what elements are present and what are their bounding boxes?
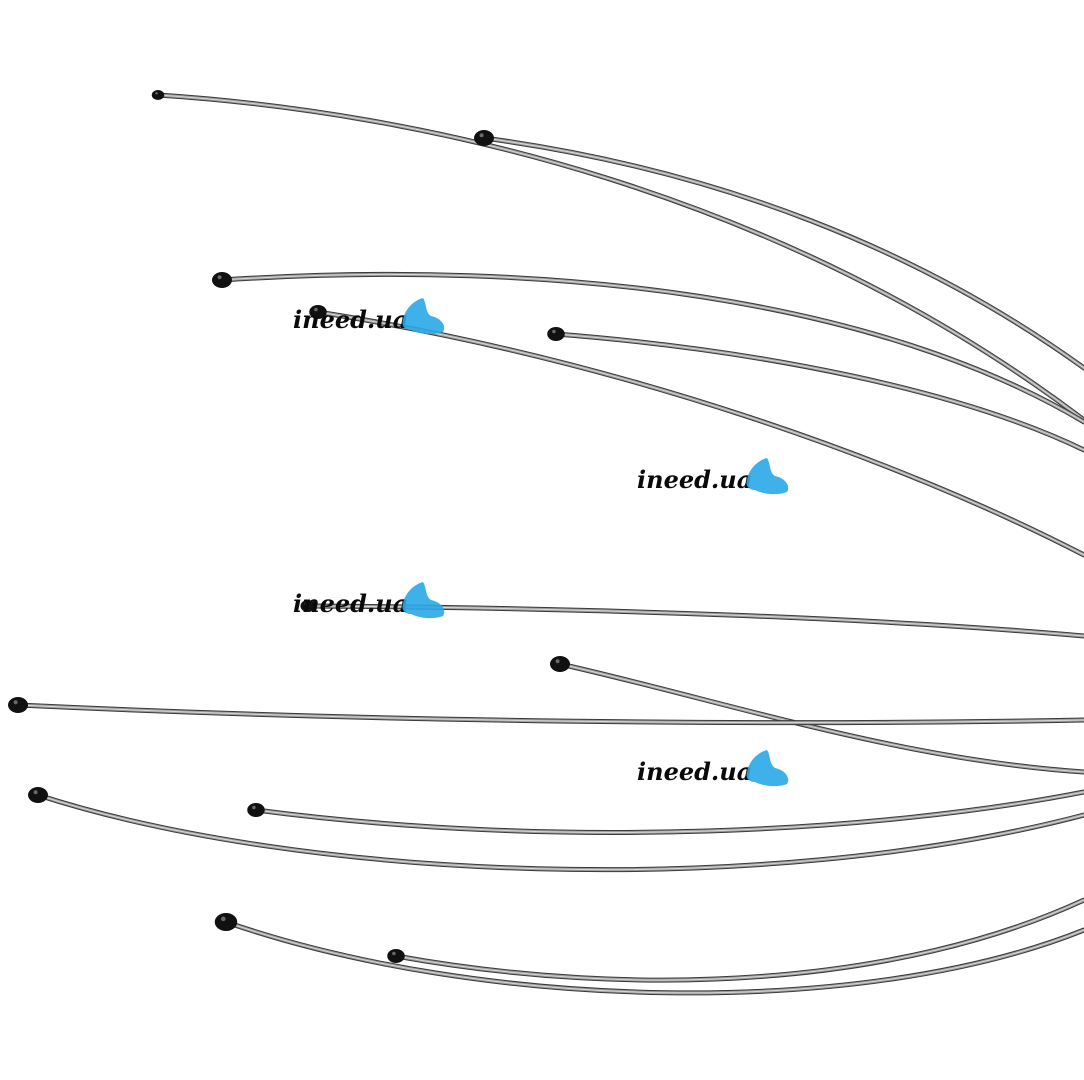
wire-12 xyxy=(395,899,1084,981)
bead-highlight-2 xyxy=(479,133,484,138)
bead-highlight-11 xyxy=(221,916,226,922)
bead-highlight-6 xyxy=(304,602,308,606)
watermark-logo-icon xyxy=(746,458,789,495)
watermark-text: ineed.ua xyxy=(293,589,408,618)
bead-tip-5 xyxy=(547,327,565,341)
watermark-logo-icon xyxy=(402,298,445,335)
bead-tip-10 xyxy=(247,803,265,817)
wire-2 xyxy=(483,137,1084,369)
massager-bead-tips xyxy=(8,90,570,963)
wire-7 xyxy=(559,663,1084,773)
wire-11 xyxy=(225,921,1084,994)
bead-tip-9 xyxy=(28,787,48,803)
bead-tip-8 xyxy=(8,697,28,713)
bead-tip-6 xyxy=(300,600,316,612)
watermark-3: ineed.ua xyxy=(293,582,445,619)
wire-9 xyxy=(37,794,1084,871)
bead-tip-12 xyxy=(387,949,405,963)
bead-tip-2 xyxy=(474,130,494,146)
watermark-logo-icon xyxy=(402,582,445,619)
watermark-2: ineed.ua xyxy=(637,458,789,495)
bead-highlight-9 xyxy=(33,790,38,795)
watermark-text: ineed.ua xyxy=(293,305,408,334)
bead-highlight-4 xyxy=(314,307,318,312)
wire-8 xyxy=(17,704,1084,724)
bead-tip-4 xyxy=(309,305,327,319)
watermark-logo-icon xyxy=(746,750,789,787)
watermark-text: ineed.ua xyxy=(637,757,752,786)
bead-tip-3 xyxy=(212,272,232,288)
bead-highlight-1 xyxy=(155,92,158,95)
wire-3 xyxy=(221,273,1084,423)
wire-5 xyxy=(555,333,1084,451)
wire-1 xyxy=(157,94,1084,421)
bead-tip-11 xyxy=(214,913,238,931)
wire-4 xyxy=(317,311,1084,556)
bead-highlight-7 xyxy=(555,659,560,664)
bead-tip-1 xyxy=(151,90,165,100)
watermark-1: ineed.ua xyxy=(293,298,445,335)
bead-highlight-8 xyxy=(13,700,18,705)
bead-highlight-3 xyxy=(217,275,222,280)
watermark-text: ineed.ua xyxy=(637,465,752,494)
massager-wires xyxy=(15,92,1084,996)
bead-highlight-12 xyxy=(392,951,396,956)
wire-10 xyxy=(255,791,1084,833)
watermark-4: ineed.ua xyxy=(637,750,789,787)
bead-highlight-5 xyxy=(552,329,556,334)
bead-highlight-10 xyxy=(252,805,256,810)
bead-tip-7 xyxy=(550,656,570,672)
